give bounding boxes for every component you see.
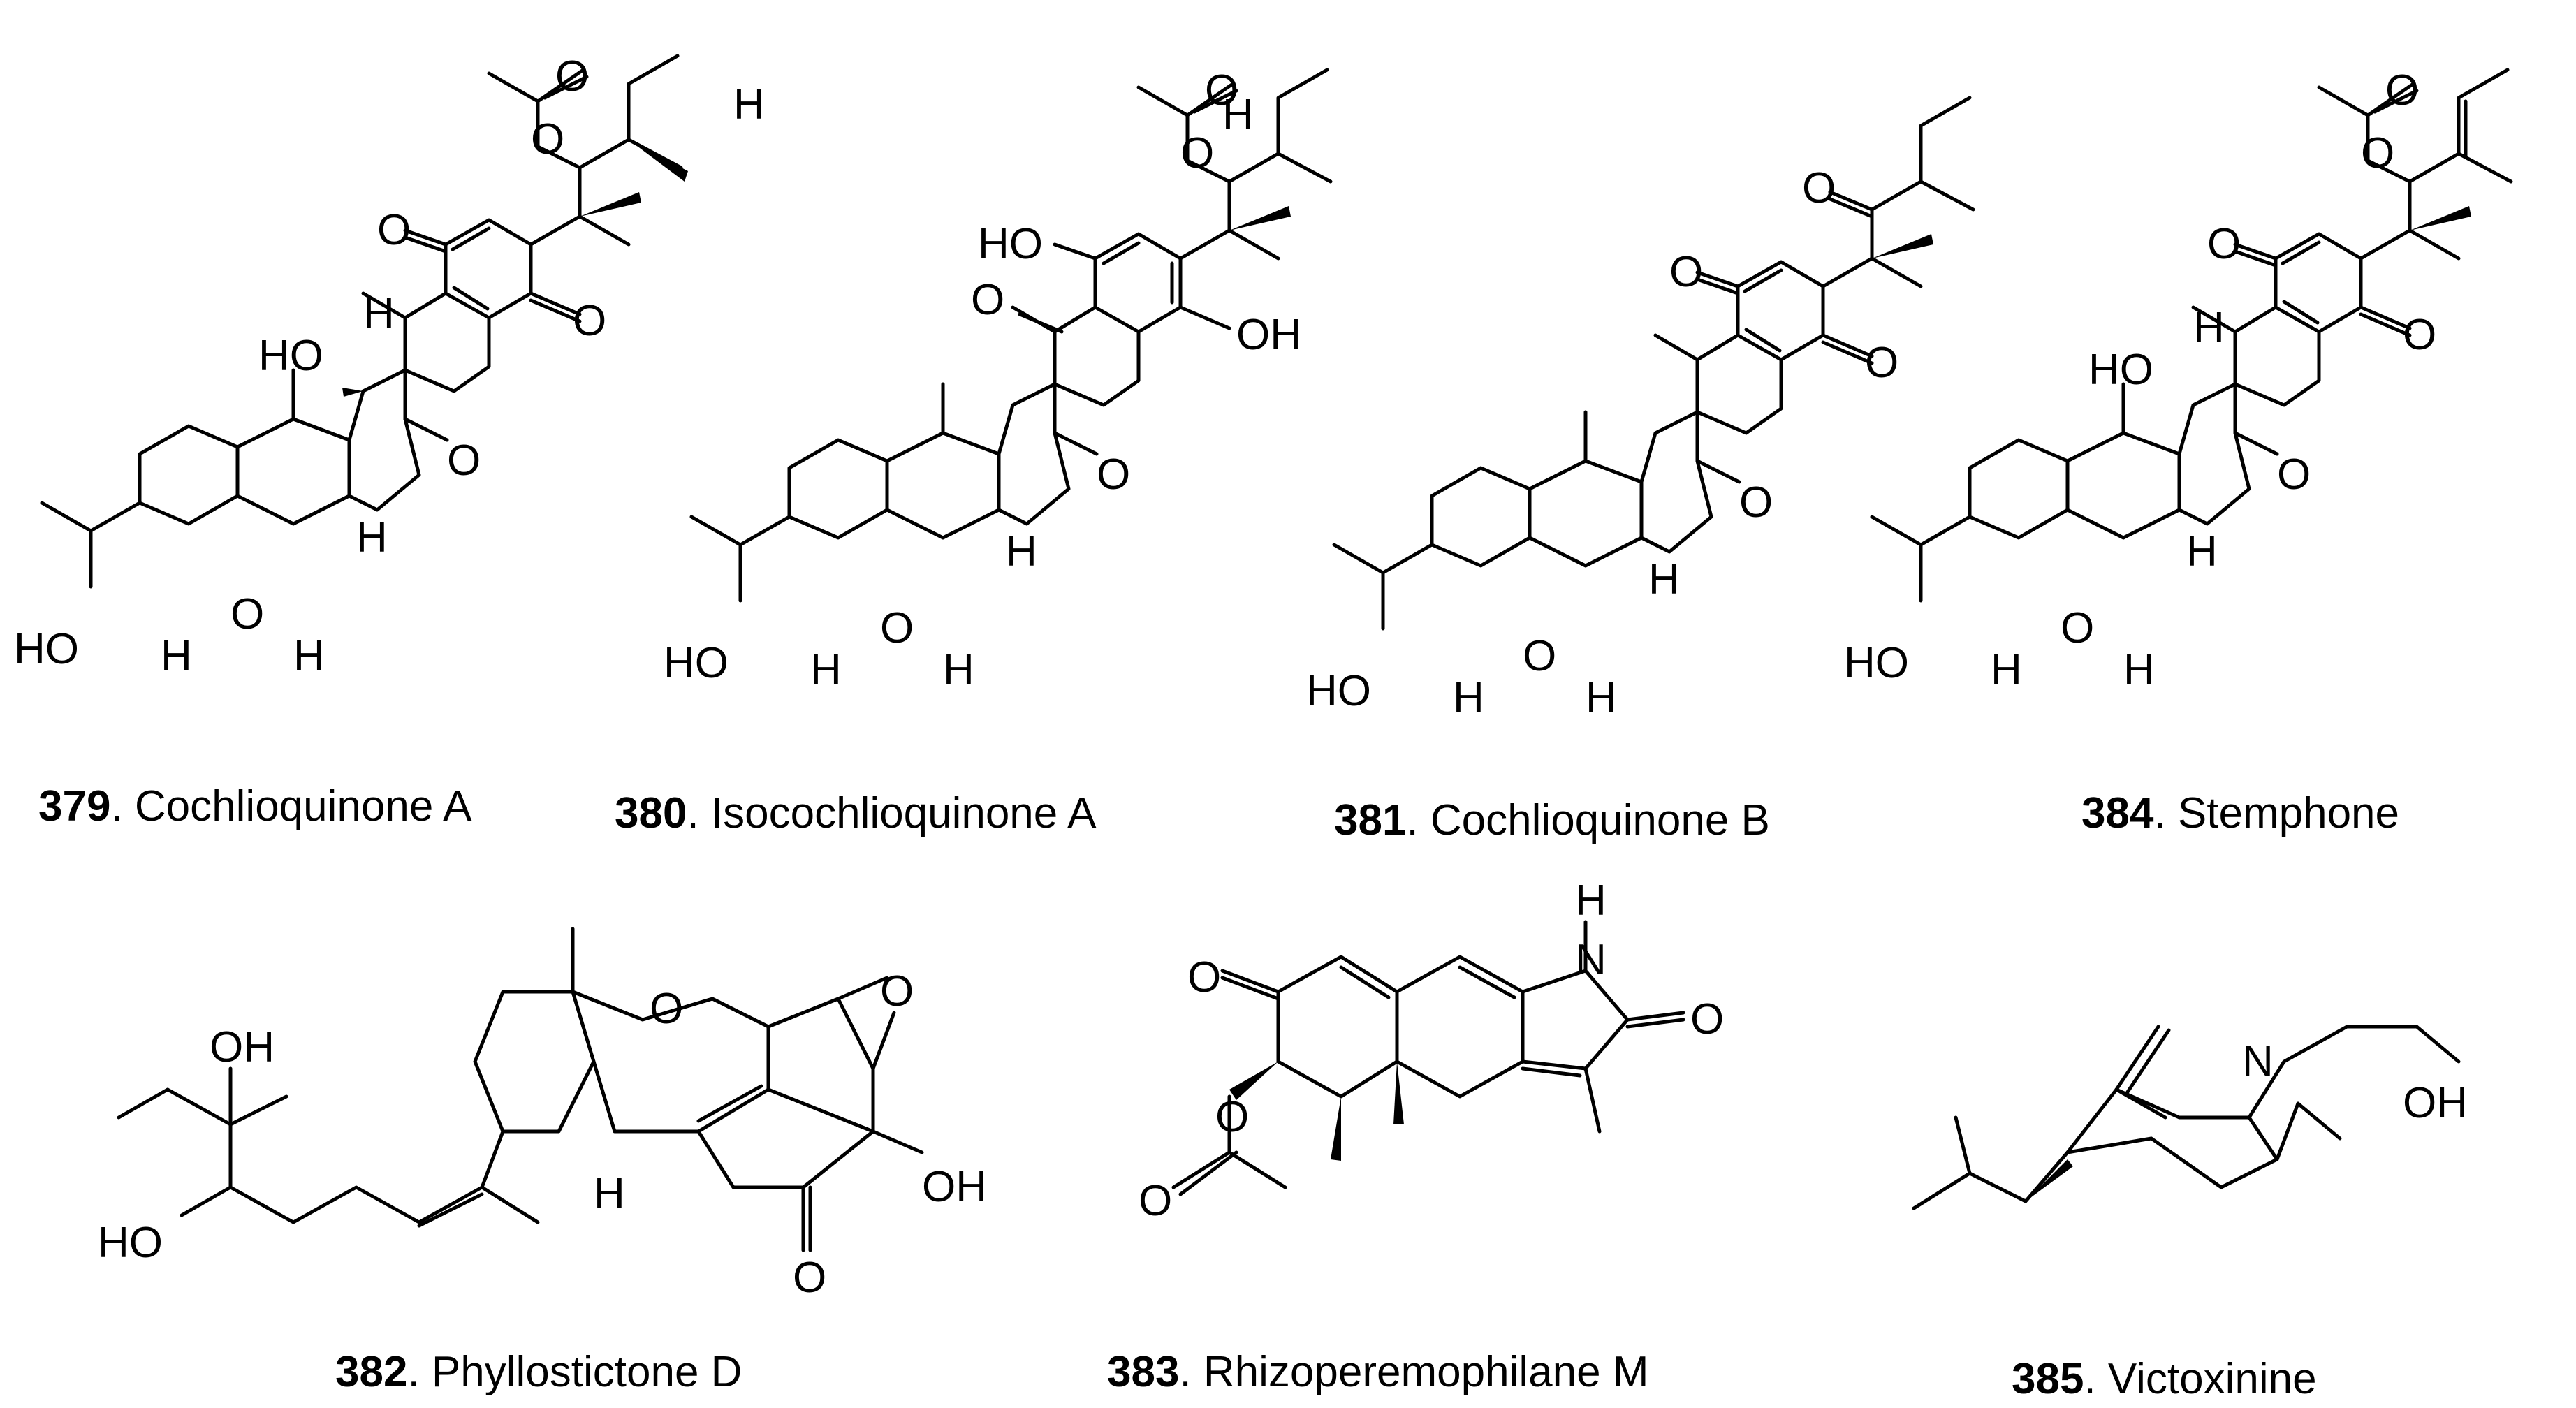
atom-H: H xyxy=(2193,304,2225,352)
atom-OH: OH xyxy=(922,1163,987,1211)
atom-H: H xyxy=(810,646,842,694)
atom-H: H xyxy=(356,513,388,562)
atom-N: N xyxy=(1575,936,1607,984)
atom-OH: OH xyxy=(210,1023,275,1071)
atom-H: H xyxy=(161,632,192,680)
atom-OH: OH xyxy=(1236,311,1301,359)
atom-O: O xyxy=(650,985,683,1033)
caption-384: 384. Stemphone xyxy=(2081,789,2399,837)
atom-O: O xyxy=(2385,66,2419,115)
caption-379: 379. Cochlioquinone A xyxy=(38,782,472,830)
atom-H: H xyxy=(1586,674,1617,722)
atom-H: H xyxy=(1648,555,1680,603)
atom-O: O xyxy=(1205,66,1238,115)
atom-O: O xyxy=(1180,129,1214,177)
compound-384: O O O O H HO O H O H H HO xyxy=(1844,66,2513,694)
atom-H: H xyxy=(1991,646,2022,694)
atom-O: O xyxy=(1215,1093,1249,1141)
atom-HO: HO xyxy=(1306,667,1371,715)
caption-383: 383. Rhizoperemophilane M xyxy=(1107,1348,1648,1396)
atom-H: H xyxy=(943,646,974,694)
atom-HO: HO xyxy=(2088,346,2153,394)
atom-HO: HO xyxy=(14,625,79,673)
atom-O: O xyxy=(880,967,914,1015)
compound-385: N OH xyxy=(1912,1025,2468,1210)
atom-H: H xyxy=(1453,674,1484,722)
compound-383: O H N O O O xyxy=(1139,877,1724,1225)
atom-H: H xyxy=(363,290,395,338)
atom-HO: HO xyxy=(98,1219,163,1267)
compound-382: OH HO O O OH H O xyxy=(98,927,987,1302)
atom-H: H xyxy=(733,80,765,129)
atom-H: H xyxy=(293,632,325,680)
atom-H: H xyxy=(2123,646,2155,694)
atom-O: O xyxy=(793,1254,826,1302)
atom-O: O xyxy=(2403,311,2436,359)
atom-O: O xyxy=(1865,339,1898,387)
atom-H: H xyxy=(2186,527,2218,575)
compound-379: O O O O H H HO O H O H H HO xyxy=(14,52,765,680)
atom-O: O xyxy=(1669,248,1703,296)
compound-380: HO OH O O H O O H O H H HO xyxy=(664,66,1333,694)
atom-O: O xyxy=(971,276,1004,324)
atom-O: O xyxy=(1523,632,1556,680)
atom-O: O xyxy=(531,115,564,163)
atom-H: H xyxy=(1006,527,1037,575)
caption-385: 385. Victoxinine xyxy=(2012,1355,2317,1403)
atom-O: O xyxy=(2277,450,2311,499)
atom-O: O xyxy=(447,437,481,485)
atom-O: O xyxy=(1139,1177,1172,1225)
atom-O: O xyxy=(377,206,411,254)
atom-O: O xyxy=(230,590,264,638)
atom-O: O xyxy=(573,297,606,345)
atom-O: O xyxy=(880,604,914,652)
atom-O: O xyxy=(1097,450,1130,499)
atom-H: H xyxy=(594,1170,625,1218)
atom-HO: HO xyxy=(978,220,1043,268)
atom-HO: HO xyxy=(258,332,323,380)
caption-380: 380. Isocochlioquinone A xyxy=(615,789,1097,837)
atom-HO: HO xyxy=(664,639,729,687)
atom-O: O xyxy=(2361,129,2394,177)
compound-381: O O O O H O H H HO xyxy=(1306,96,1975,722)
atom-O: O xyxy=(2207,220,2241,268)
atom-HO: HO xyxy=(1844,639,1909,687)
atom-O: O xyxy=(1739,478,1773,527)
atom-O: O xyxy=(1187,953,1221,1002)
atom-N: N xyxy=(2242,1037,2274,1085)
atom-O: O xyxy=(2061,604,2094,652)
atom-O: O xyxy=(555,52,589,101)
caption-381: 381. Cochlioquinone B xyxy=(1334,796,1770,844)
atom-H: H xyxy=(1575,877,1607,925)
atom-H: H xyxy=(1222,91,1254,139)
atom-O: O xyxy=(1690,995,1724,1043)
atom-OH: OH xyxy=(2403,1079,2468,1127)
atom-O: O xyxy=(1802,164,1836,212)
caption-382: 382. Phyllostictone D xyxy=(335,1348,742,1396)
